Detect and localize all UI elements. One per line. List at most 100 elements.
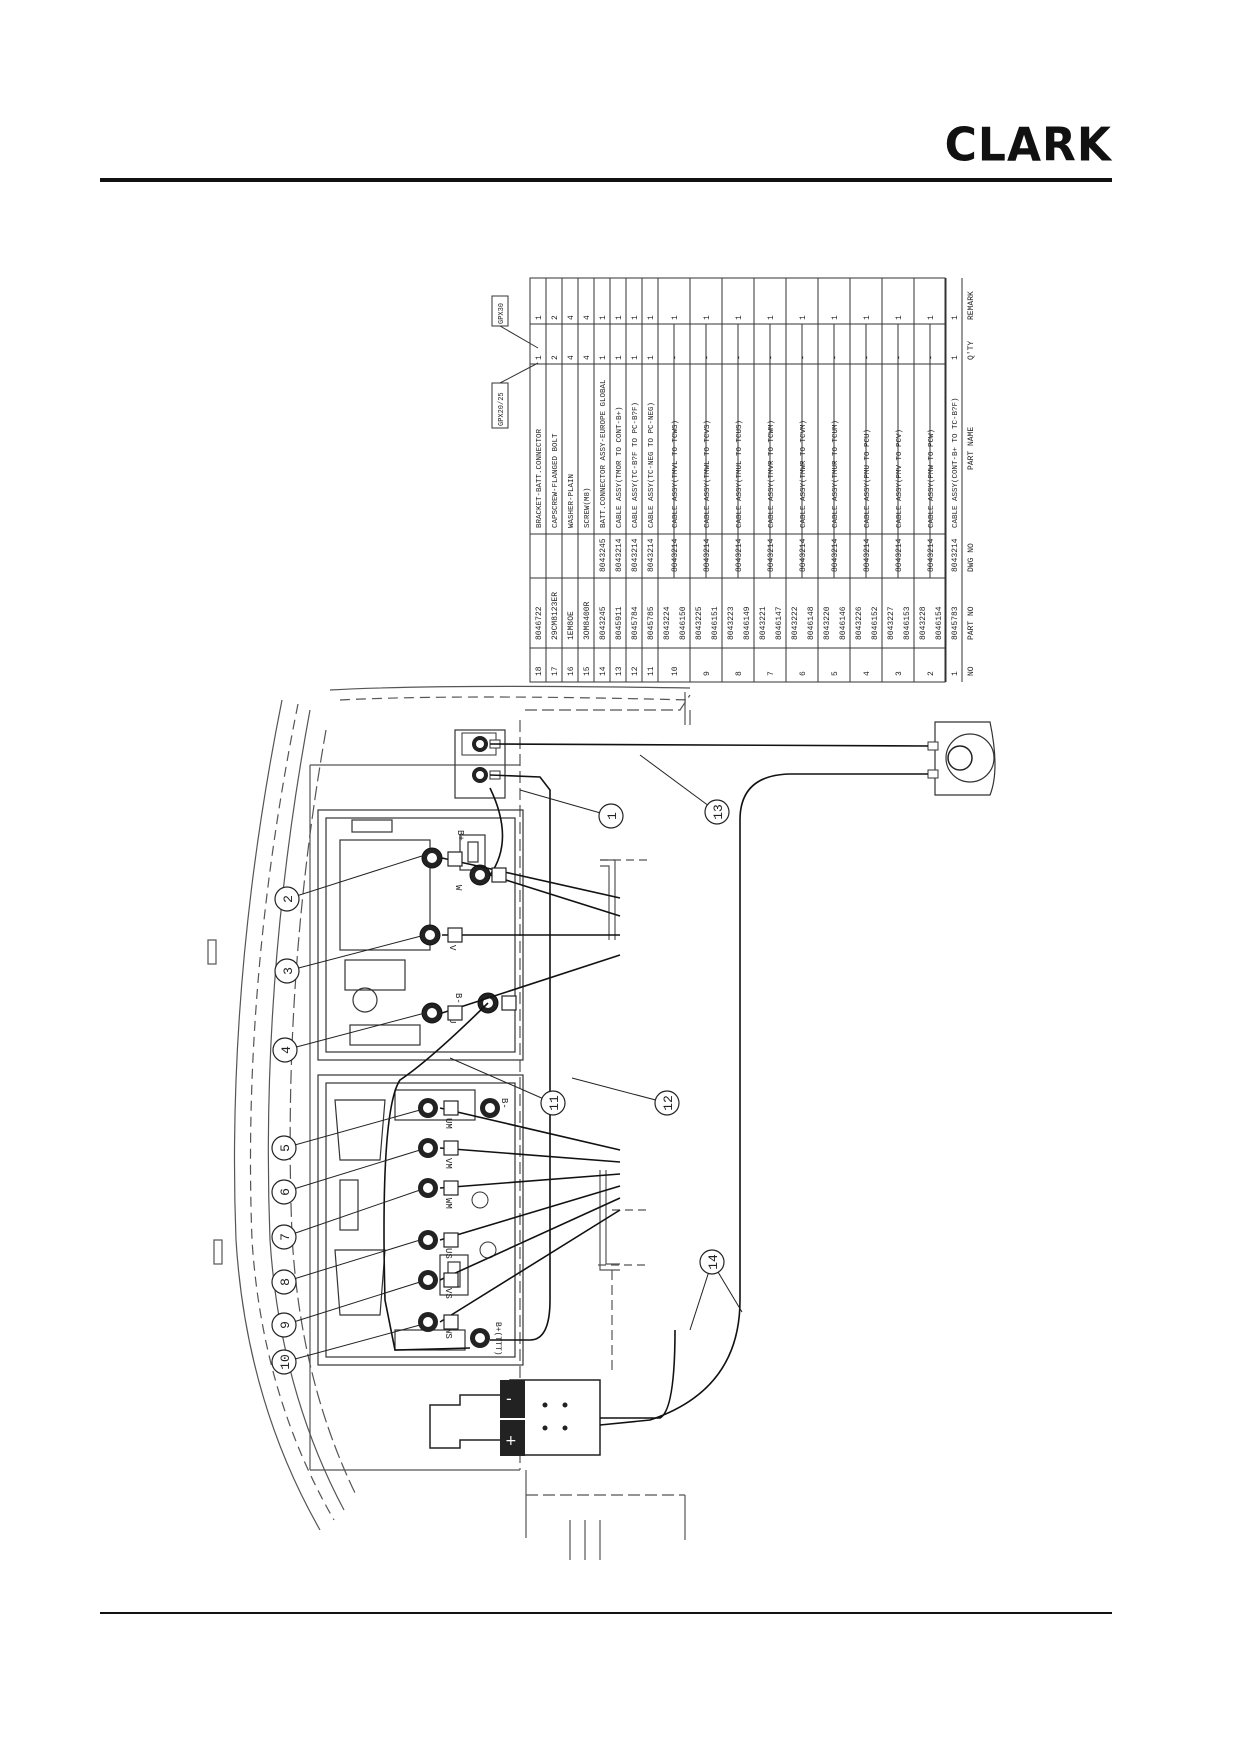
table-name-16: WASHER-PLAIN: [568, 474, 576, 528]
table-qty1-16: 4: [567, 315, 576, 320]
table-partno-5-0: 8043220: [823, 606, 832, 640]
contactor-bracket: [454, 729, 506, 799]
callout-label-5: 5: [278, 1144, 293, 1152]
traction-controller: [317, 1074, 524, 1366]
table-dwgno-12: 8043214: [631, 538, 640, 572]
cable-lugs: [443, 851, 517, 1330]
tc-us-label: US: [443, 1248, 453, 1259]
callout-label-14: 14: [706, 1254, 721, 1270]
table-name-6: CABLE ASSY(TMWR TO TCVM): [800, 420, 808, 528]
table-partno-15-0: 3OM8400R: [583, 601, 592, 640]
table-no-14: 14: [599, 666, 608, 676]
table-dwgno-2: 8043214: [927, 538, 936, 572]
table-no-1: 1: [951, 671, 960, 676]
table-header-no: NO: [967, 666, 976, 676]
table-header-qty: Q'TY: [967, 341, 976, 360]
table-partno-9-0: 8043225: [695, 606, 704, 640]
table-partno-11-0: 8045785: [647, 606, 656, 640]
battery-connector-minus: -: [506, 1389, 512, 1408]
variant-tags: GPX30 GPX20/25: [491, 295, 539, 429]
table-qty2-12: 1: [631, 355, 640, 360]
table-name-8: CABLE ASSY(TMUL TO TCUS): [736, 420, 744, 528]
table-partno-17-0: 29CM8123ER: [551, 592, 560, 640]
table-qty2-18: 1: [535, 355, 544, 360]
table-header-part-no: PART NO: [967, 606, 976, 640]
table-dwgno-3: 8043214: [895, 538, 904, 572]
pc-u-label: U: [447, 1018, 457, 1023]
table-dwgno-6: 8043214: [799, 538, 808, 572]
callout-label-11: 11: [547, 1095, 562, 1111]
pc-v-label: V: [447, 945, 457, 951]
tc-vs-label: VS: [443, 1288, 453, 1299]
table-partno-8-0: 8043223: [727, 606, 736, 640]
clark-logo: CLARK: [944, 118, 1112, 173]
table-qty1-9: 1: [703, 315, 712, 320]
callout-1: 1: [519, 789, 624, 829]
table-partno-2-1: 8046154: [935, 606, 944, 640]
table-dwgno-14: 8043245: [599, 538, 608, 572]
callout-label-12: 12: [661, 1095, 676, 1111]
table-no-12: 12: [631, 666, 640, 676]
table-no-11: 11: [647, 666, 656, 676]
table-name-15: SCREW(M8): [584, 487, 592, 528]
cable-pc-u: [489, 874, 621, 917]
table-qty1-1: 1: [951, 315, 960, 320]
table-partno-10-1: 8046150: [679, 606, 688, 640]
table-name-13: CABLE ASSY(TMOR TO CONT-B+): [616, 406, 624, 528]
table-no-6: 6: [799, 671, 808, 676]
table-qty2-15: 4: [583, 355, 592, 360]
tc-ws-label: WS: [443, 1328, 453, 1339]
cable-6: [439, 1147, 621, 1163]
table-dwgno-4: 8043214: [863, 538, 872, 572]
tc-wm-label: WM: [443, 1198, 453, 1209]
table-partno-2-0: 8043228: [919, 606, 928, 640]
table-partno-12-0: 8045784: [631, 606, 640, 640]
pc-b-minus-label: B-: [453, 993, 463, 1004]
motor-connector: [927, 721, 996, 796]
table-header-remark: REMARK: [967, 291, 976, 320]
cable-9: [439, 1197, 621, 1281]
callout-label-13: 13: [711, 804, 726, 820]
callout-label-8: 8: [278, 1278, 293, 1286]
pump-controller-terminals: B+ W V U B-: [419, 830, 499, 1024]
callout-10: 10: [271, 1324, 421, 1375]
table-partno-4-1: 8046152: [871, 606, 880, 640]
callout-2: 2: [274, 854, 426, 912]
callout-8: 8: [271, 1239, 421, 1295]
table-partno-7-0: 8043221: [759, 606, 768, 640]
footer-rule: [100, 1612, 1112, 1614]
battery-connector-plus: +: [505, 1433, 517, 1449]
table-dwgno-9: 8043214: [703, 538, 712, 572]
table-name-2: CABLE ASSY(PMW TO PCW): [928, 429, 936, 528]
table-qty2-7: -: [767, 355, 776, 360]
callout-5: 5: [271, 1109, 421, 1161]
table-partno-1-0: 8045783: [951, 606, 960, 640]
table-qty2-1: 1: [951, 355, 960, 360]
callout-7: 7: [271, 1189, 421, 1250]
table-name-5: CABLE ASSY(TMUR TO TCUM): [832, 420, 840, 528]
pc-b-plus-label: B+: [455, 830, 465, 841]
table-dwgno-7: 8043214: [767, 538, 776, 572]
callout-12: 12: [571, 1077, 680, 1116]
table-partno-8-1: 8046149: [743, 606, 752, 640]
table-no-7: 7: [767, 671, 776, 676]
table-qty2-9: -: [703, 355, 712, 360]
table-partno-5-1: 8046146: [839, 606, 848, 640]
table-qty1-12: 1: [631, 315, 640, 320]
cable-11: [383, 1002, 489, 1351]
table-no-5: 5: [831, 671, 840, 676]
table-name-7: CABLE ASSY(TMVR TO TCWM): [768, 420, 776, 528]
table-qty1-3: 1: [895, 315, 904, 320]
callout-6: 6: [271, 1149, 421, 1205]
table-name-3: CABLE ASSY(PMV TO PCV): [896, 429, 904, 528]
cable-5: [439, 1107, 621, 1151]
cable-14b: [600, 1329, 676, 1419]
cable-13: [489, 743, 929, 747]
callout-label-2: 2: [281, 895, 296, 903]
table-qty2-4: -: [863, 355, 872, 360]
table-dwgno-5: 8043214: [831, 538, 840, 572]
table-dwgno-13: 8043214: [615, 538, 624, 572]
callout-label-9: 9: [278, 1321, 293, 1329]
table-partno-7-1: 8046147: [775, 606, 784, 640]
callout-3: 3: [274, 934, 426, 984]
